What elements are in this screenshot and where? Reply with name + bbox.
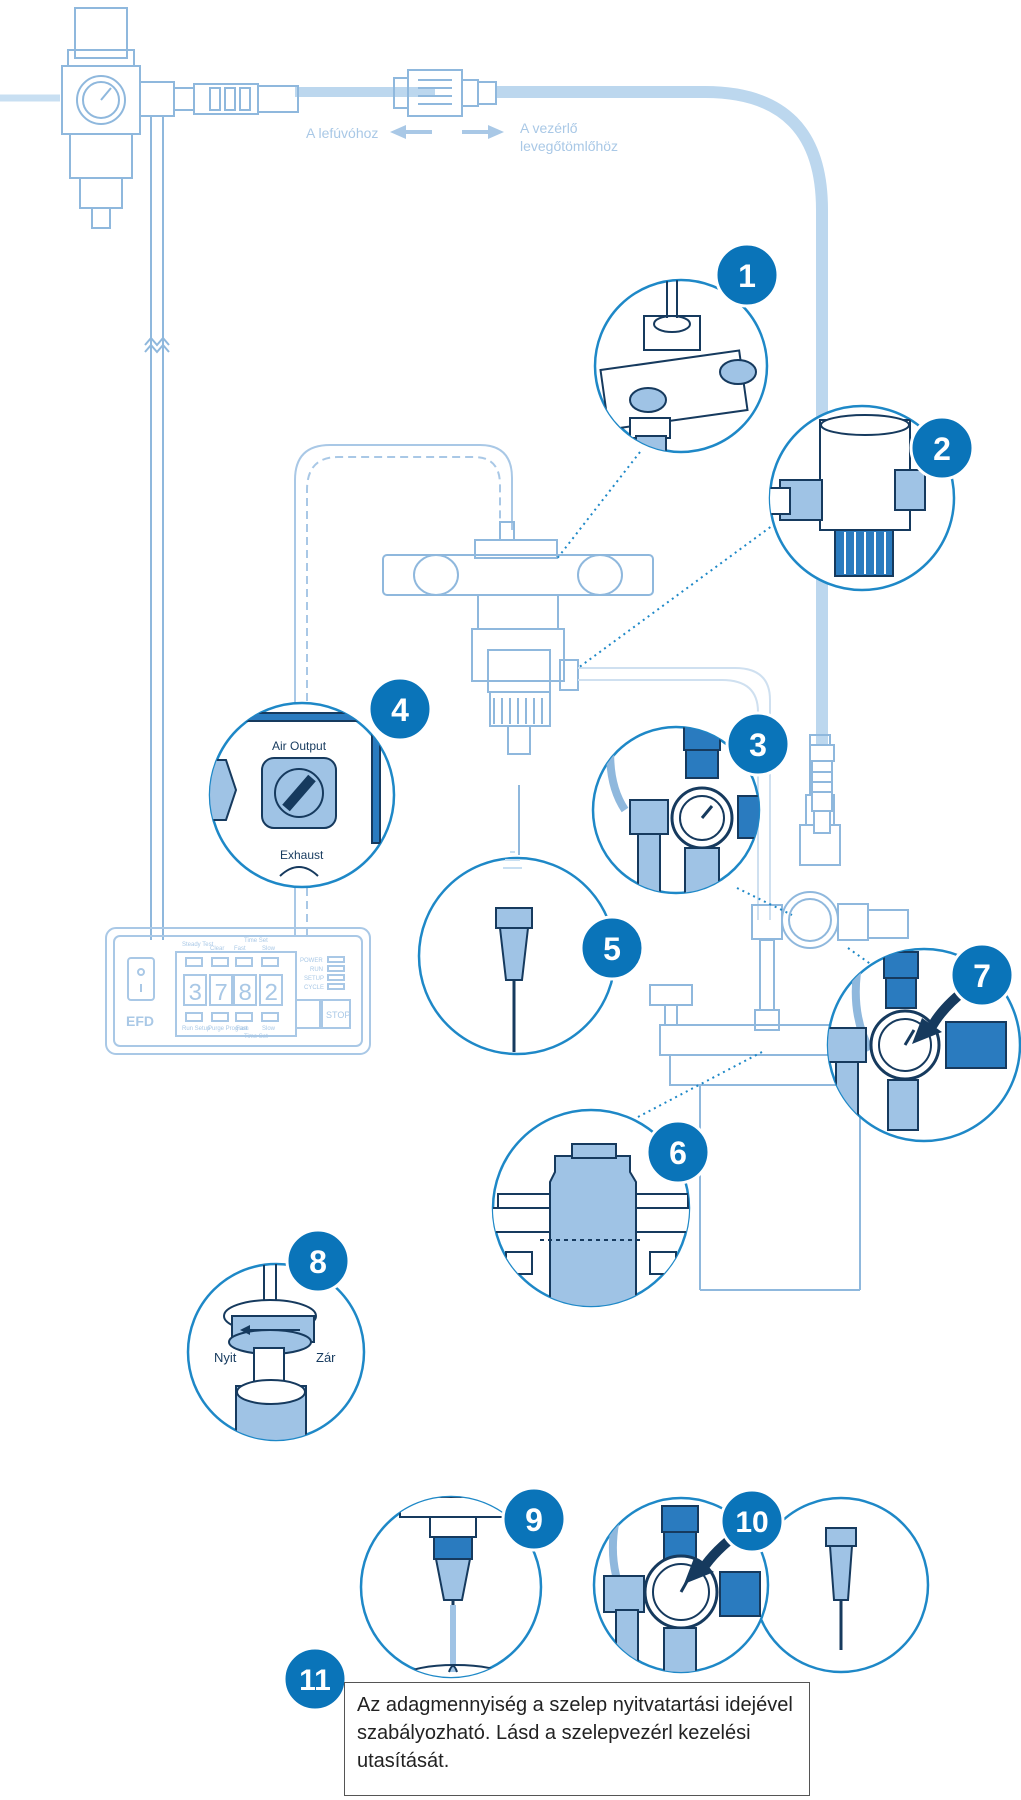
display-digit-4: 2 (264, 981, 278, 1008)
display-digit-3: 8 (238, 981, 252, 1008)
svg-text:2: 2 (933, 431, 951, 467)
label-air-output: Air Output (272, 739, 327, 753)
bottom-label-4: Time Set (244, 1034, 268, 1040)
inline-filter (393, 69, 497, 117)
label-to-blowoff: A lefúvóhoz (306, 125, 378, 141)
badge-10: 10 (719, 1488, 785, 1554)
badge-7: 7 (949, 942, 1015, 1008)
svg-text:8: 8 (309, 1244, 327, 1280)
top-label-3: Fast (234, 946, 246, 952)
badge-8: 8 (285, 1228, 351, 1294)
note-line-2: szabályozható. Lásd a szelepvezérl kezel… (357, 1722, 751, 1744)
dispense-valve (382, 521, 654, 855)
svg-text:5: 5 (603, 931, 621, 967)
badge-2: 2 (909, 415, 975, 481)
brand-logo: EFD (126, 1013, 154, 1029)
badge-3: 3 (725, 711, 791, 777)
status-setup: SETUP (304, 976, 324, 982)
detail-5 (417, 851, 617, 1056)
bottom-label-2: Purge Program (208, 1026, 249, 1032)
svg-text:6: 6 (669, 1135, 687, 1171)
top-label-4: Time Set (244, 938, 268, 944)
step-badges: 1 2 3 4 5 6 7 8 (282, 242, 1015, 1712)
stop-label: STOP (326, 1010, 350, 1020)
svg-text:11: 11 (299, 1664, 331, 1697)
hose-connector (809, 744, 835, 834)
top-label-1: Steady Test (182, 942, 214, 948)
detail-10 (592, 1496, 930, 1674)
instruction-note: Az adagmennyiség a szelep nyitvatartási … (344, 1682, 810, 1796)
leader-lines (555, 451, 887, 1119)
controller-text: Steady Test Clear Fast Time Set Slow POW… (182, 938, 350, 1040)
bottom-label-3: Fast (236, 1026, 248, 1032)
detail-2 (768, 404, 956, 592)
arrow-head-icon-2 (684, 1558, 714, 1584)
display-digit-2: 7 (214, 981, 228, 1008)
label-to-controller-line2: levegőtömlőhöz (520, 138, 618, 154)
badge-1: 1 (714, 242, 780, 308)
bottom-label-1: Run Setup (182, 1026, 211, 1032)
label-open: Nyit (214, 1350, 237, 1365)
top-label-5: Slow (262, 946, 276, 952)
flow-arrows (390, 125, 504, 139)
label-to-controller: A vezérlő (520, 120, 578, 136)
detail-6 (491, 1108, 691, 1308)
detail-8: Nyit Zár (186, 1262, 366, 1442)
badge-5: 5 (579, 915, 645, 981)
arrow-head-icon (912, 1018, 942, 1044)
valve-air-hose (294, 444, 513, 935)
svg-text:10: 10 (735, 1506, 768, 1539)
filter-regulator (61, 7, 299, 940)
svg-text:4: 4 (391, 692, 409, 728)
controller-display: 3 7 8 2 (188, 981, 278, 1008)
svg-text:7: 7 (973, 958, 991, 994)
valve-controller (105, 927, 371, 1055)
status-cycle: CYCLE (304, 985, 324, 991)
badge-11: 11 (282, 1646, 348, 1712)
label-exhaust: Exhaust (280, 848, 324, 862)
badge-6: 6 (645, 1119, 711, 1185)
note-line-3: utasítását. (357, 1750, 450, 1772)
label-close: Zár (316, 1350, 336, 1365)
detail-4: Air Output Exhaust (208, 701, 396, 889)
svg-text:1: 1 (738, 258, 756, 294)
status-power: POWER (300, 958, 323, 964)
rotate-arrow-head-icon (240, 1325, 250, 1335)
air-supply-hose (0, 86, 828, 745)
display-digit-1: 3 (188, 981, 202, 1008)
bottom-label-5: Slow (262, 1026, 276, 1032)
top-label-2: Clear (210, 946, 224, 952)
status-run: RUN (310, 967, 323, 973)
svg-text:3: 3 (749, 727, 767, 763)
badge-4: 4 (367, 676, 433, 742)
note-line-1: Az adagmennyiség a szelep nyitvatartási … (357, 1694, 793, 1716)
detail-1 (593, 278, 769, 454)
svg-text:9: 9 (525, 1502, 543, 1538)
badge-9: 9 (501, 1486, 567, 1552)
